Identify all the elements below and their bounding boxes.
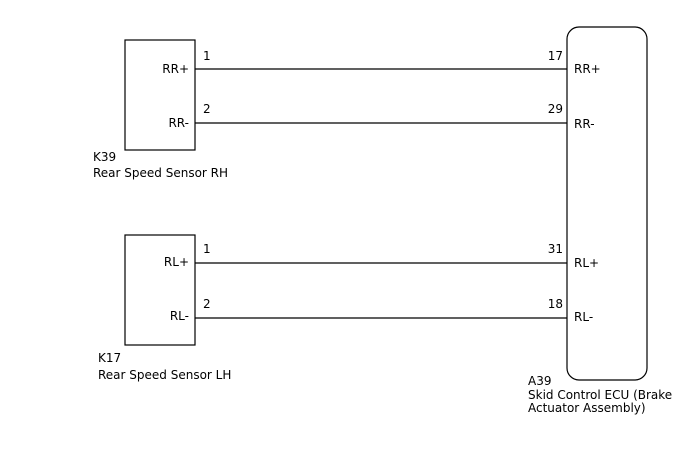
ecu-pin-number-17: 17 [548,49,563,63]
sensor-lh-pin-number-1: 1 [203,242,211,256]
sensor-rh-code: K39 [93,150,116,164]
sensor-rh-pin-number-2: 2 [203,102,211,116]
sensor-rh-pin-label-rr-minus: RR- [168,116,189,130]
ecu-name-line2: Actuator Assembly) [528,401,646,415]
ecu-pin-label-rl-plus: RL+ [574,256,599,270]
sensor-rh-connector: RR+ RR- 1 2 K39 Rear Speed Sensor RH [93,39,228,180]
sensor-lh-pin-number-2: 2 [203,297,211,311]
sensor-rh-box [124,39,196,151]
sensor-rh-name: Rear Speed Sensor RH [93,166,228,180]
ecu-pin-number-31: 31 [548,242,563,256]
sensor-lh-pin-label-rl-minus: RL- [170,309,189,323]
sensor-lh-code: K17 [98,351,121,365]
sensor-rh-pin-number-1: 1 [203,49,211,63]
sensor-lh-name: Rear Speed Sensor LH [98,368,231,382]
wires [195,68,567,319]
sensor-rh-pin-label-rr-plus: RR+ [162,62,189,76]
ecu-pin-label-rr-minus: RR- [574,117,595,131]
sensor-lh-box [124,234,196,346]
ecu-box [566,26,648,381]
ecu-pin-label-rl-minus: RL- [574,310,593,324]
ecu-name-line1: Skid Control ECU (Brake [528,388,672,402]
sensor-lh-pin-label-rl-plus: RL+ [164,255,189,269]
ecu-connector: RR+ RR- RL+ RL- 17 29 31 18 A39 Skid Con… [528,26,672,415]
ecu-pin-number-29: 29 [548,102,563,116]
ecu-pin-number-18: 18 [548,297,563,311]
ecu-pin-label-rr-plus: RR+ [574,62,601,76]
sensor-lh-connector: RL+ RL- 1 2 K17 Rear Speed Sensor LH [98,234,231,382]
ecu-code: A39 [528,374,551,388]
